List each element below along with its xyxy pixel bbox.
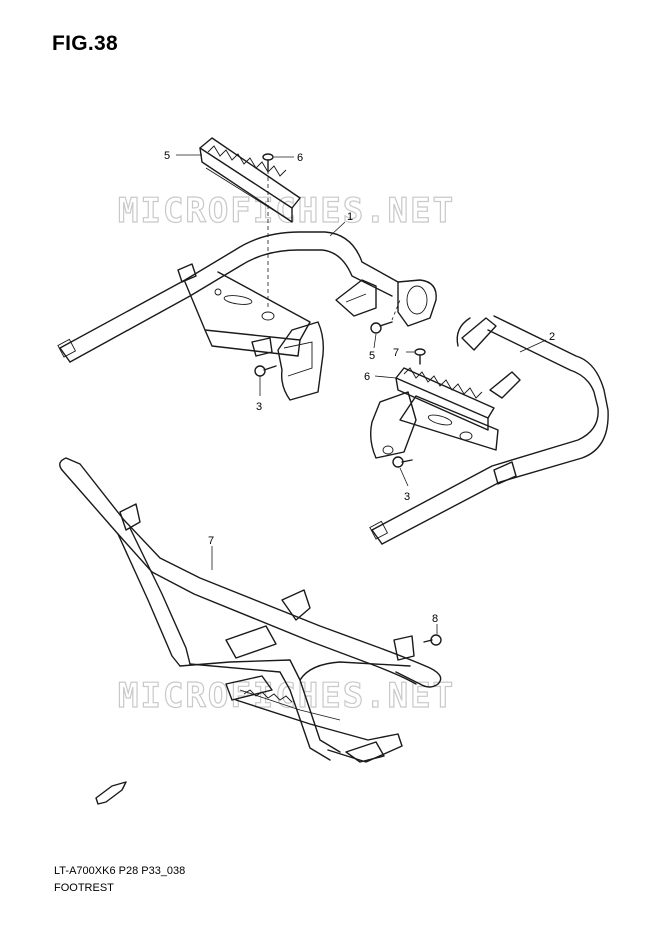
callout-5-right: 6 — [364, 371, 370, 383]
callout-1: 1 — [347, 211, 353, 223]
callout-6-right: 7 — [393, 347, 399, 359]
left-screw — [262, 153, 274, 310]
guard-frame — [59, 457, 442, 763]
figure-title: FIG.38 — [52, 32, 118, 55]
guard-bolt — [423, 634, 442, 646]
section-name: FOOTREST — [54, 882, 114, 894]
right-step-plate — [395, 367, 495, 431]
callout-3-left: 3 — [256, 401, 262, 413]
center-bolt — [370, 299, 401, 334]
callout-6-left: 6 — [297, 152, 303, 164]
right-footrest-frame — [369, 315, 609, 545]
callout-3-right: 3 — [404, 491, 410, 503]
model-code: LT-A700XK6 P28 P33_038 — [54, 865, 186, 877]
left-footrest-frame — [57, 231, 437, 401]
callout-8: 8 — [432, 613, 438, 625]
left-bolt — [254, 365, 277, 377]
callout-7: 7 — [208, 535, 214, 547]
callout-5-left: 5 — [164, 150, 170, 162]
watermark-top: MICROFICHES.NET — [118, 191, 455, 231]
callout-4: 5 — [369, 350, 375, 362]
fwd-arrow-icon: FWD — [95, 781, 127, 805]
right-bolt — [392, 456, 413, 468]
right-screw — [414, 348, 426, 365]
callout-2: 2 — [549, 331, 555, 343]
